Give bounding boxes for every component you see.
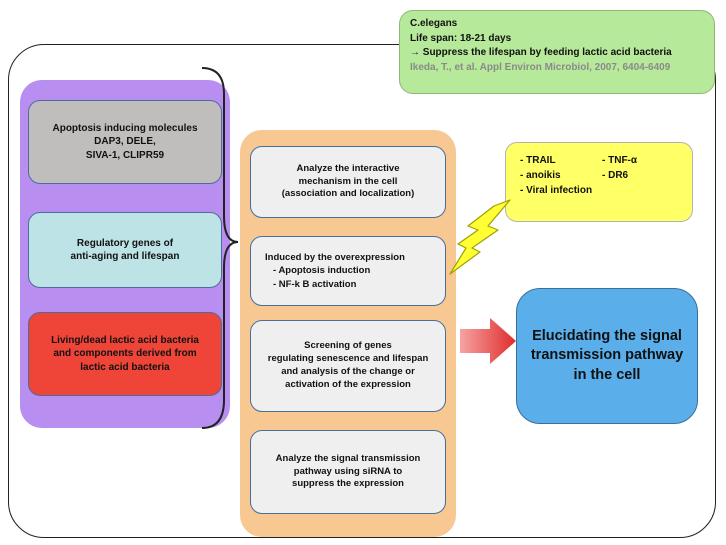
signal-pathway-result-box: Elucidating the signal transmission path…: [516, 288, 698, 424]
overexpression-title: Induced by the overexpression: [265, 252, 405, 264]
grouping-brace-icon: [201, 67, 239, 429]
note-reference: Ikeda, T., et al. Appl Environ Microbiol…: [410, 61, 671, 73]
overexpression-item-nfkb: - NF-k B activation: [273, 278, 357, 290]
stimuli-note: - TRAIL - anoikis - Viral infection - TN…: [505, 142, 693, 222]
stimulus-viral-infection: - Viral infection: [520, 185, 593, 196]
lactic-acid-bacteria-box: Living/dead lactic acid bacteria and com…: [28, 312, 222, 396]
note-lifespan: Life span: 18-21 days: [410, 32, 512, 44]
interactive-mechanism-box: Analyze the interactive mechanism in the…: [250, 146, 446, 218]
overexpression-box: Induced by the overexpression - Apoptosi…: [250, 236, 446, 306]
note-organism: C.elegans: [410, 18, 458, 29]
note-finding: → Suppress the lifespan by feeding lacti…: [410, 47, 672, 58]
celegans-note: C.elegans Life span: 18-21 days → Suppre…: [399, 10, 715, 94]
overexpression-item-apoptosis: - Apoptosis induction: [273, 265, 371, 277]
stimulus-anoikis: - anoikis: [520, 170, 561, 181]
stimulus-tnf-alpha: - TNF-α: [602, 155, 638, 166]
regulatory-genes-box: Regulatory genes of anti-aging and lifes…: [28, 212, 222, 288]
stimulus-trail: - TRAIL: [520, 155, 556, 166]
lightning-bolt-icon: [449, 199, 511, 275]
gene-screening-box: Screening of genes regulating senescence…: [250, 320, 446, 412]
right-arrow-icon: [460, 318, 516, 364]
apoptosis-molecules-box: Apoptosis inducing molecules DAP3, DELE,…: [28, 100, 222, 184]
sirna-analysis-box: Analyze the signal transmission pathway …: [250, 430, 446, 514]
stimulus-dr6: - DR6: [602, 170, 629, 181]
